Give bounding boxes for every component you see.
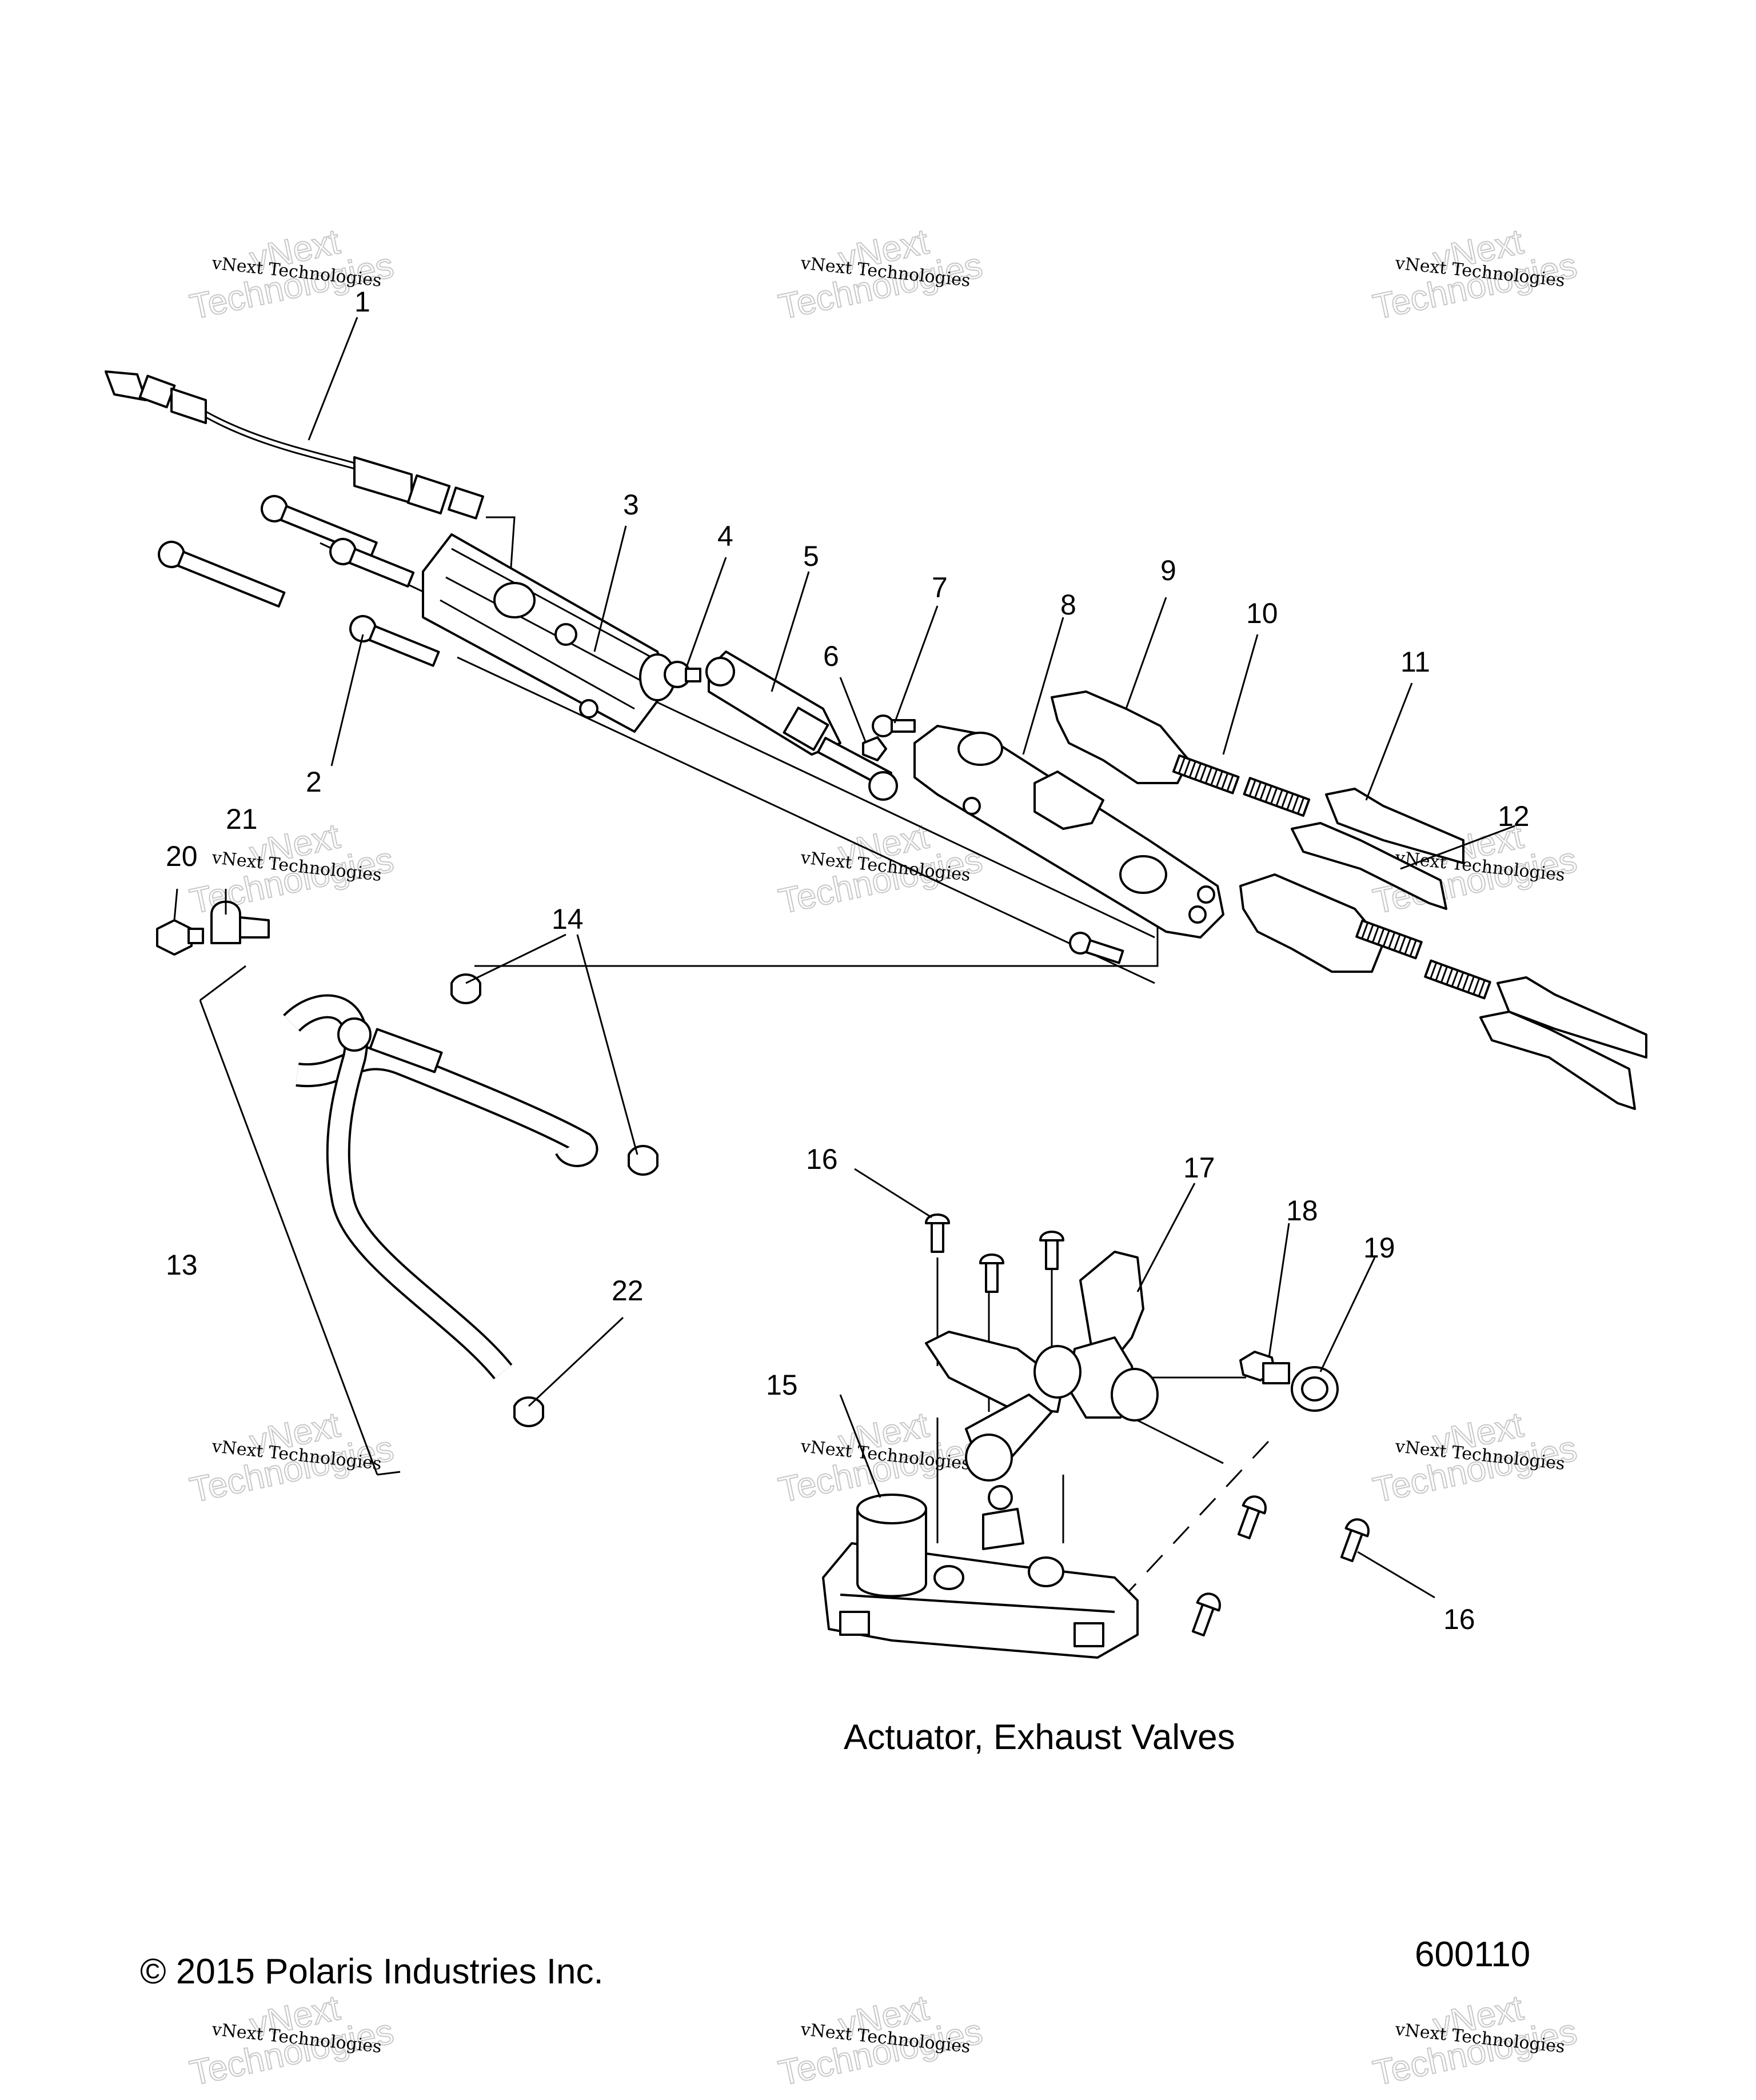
part-plate xyxy=(913,725,1224,939)
callout-9: 9 xyxy=(1160,554,1176,586)
callout-2: 2 xyxy=(306,766,322,798)
part-valves xyxy=(1291,788,1647,1110)
callout-3: 3 xyxy=(623,489,639,521)
callouts: 1 2 3 4 5 6 7 8 9 10 11 12 13 14 15 16 1… xyxy=(166,286,1530,1635)
leaders xyxy=(173,317,1515,1599)
watermark: Technologies vNext vNext Technologies xyxy=(775,816,986,922)
callout-20: 20 xyxy=(166,840,198,872)
part-link-arm xyxy=(705,650,898,801)
part-gaskets xyxy=(1051,690,1384,973)
callout-10: 10 xyxy=(1246,597,1278,629)
callout-16-top: 16 xyxy=(806,1143,838,1175)
callout-12: 12 xyxy=(1498,800,1530,832)
copyright-text: © 2015 Polaris Industries Inc. xyxy=(140,1952,604,1991)
callout-4: 4 xyxy=(717,520,733,552)
part-clip xyxy=(210,900,270,944)
part-screw xyxy=(872,714,916,737)
callout-8: 8 xyxy=(1060,589,1076,621)
part-screws-16 xyxy=(925,1213,1370,1637)
callout-1: 1 xyxy=(354,286,370,318)
diagram-caption: Actuator, Exhaust Valves xyxy=(844,1718,1235,1757)
callout-17: 17 xyxy=(1183,1152,1215,1184)
callout-16-bottom: 16 xyxy=(1443,1603,1475,1635)
part-hex-nut xyxy=(1239,1351,1290,1384)
watermark: Technologies vNext vNext Technologies xyxy=(1369,221,1581,328)
callout-5: 5 xyxy=(803,540,819,572)
watermarks: Technologies vNext vNext Technologies Te… xyxy=(186,221,1581,2094)
callout-22: 22 xyxy=(612,1275,644,1307)
part-actuator xyxy=(822,1485,1139,1659)
callout-6: 6 xyxy=(823,640,839,672)
watermark: Technologies vNext vNext Technologies xyxy=(186,1404,397,1511)
part-small-nut xyxy=(862,736,887,761)
part-nut xyxy=(664,661,701,688)
part-housing xyxy=(422,533,676,733)
watermark: Technologies vNext vNext Technologies xyxy=(775,221,986,328)
part-bracket xyxy=(925,1251,1159,1482)
callout-14: 14 xyxy=(552,903,584,935)
callout-21: 21 xyxy=(226,803,258,835)
callout-11: 11 xyxy=(1400,646,1430,678)
part-springs xyxy=(1172,754,1491,1000)
part-plate-bolt xyxy=(1069,932,1124,964)
callout-15: 15 xyxy=(766,1369,798,1401)
bracket-13 xyxy=(199,965,401,1476)
watermark: Technologies vNext vNext Technologies xyxy=(1369,1404,1581,1511)
callout-13: 13 xyxy=(166,1249,198,1281)
watermark: Technologies vNext vNext Technologies xyxy=(186,1987,397,2094)
part-grommet xyxy=(1291,1366,1339,1412)
part-clip-bolt xyxy=(156,919,204,956)
watermark: Technologies vNext vNext Technologies xyxy=(1369,1987,1581,2094)
callout-7: 7 xyxy=(932,572,948,604)
watermark: Technologies vNext vNext Technologies xyxy=(775,1987,986,2094)
part-cable xyxy=(105,370,484,520)
figure-number: 600110 xyxy=(1415,1935,1530,1974)
callout-18: 18 xyxy=(1286,1195,1318,1227)
part-hose xyxy=(283,994,598,1380)
part-bolts xyxy=(158,495,440,667)
part-hose-clamps xyxy=(450,973,658,1427)
callout-19: 19 xyxy=(1363,1232,1395,1264)
